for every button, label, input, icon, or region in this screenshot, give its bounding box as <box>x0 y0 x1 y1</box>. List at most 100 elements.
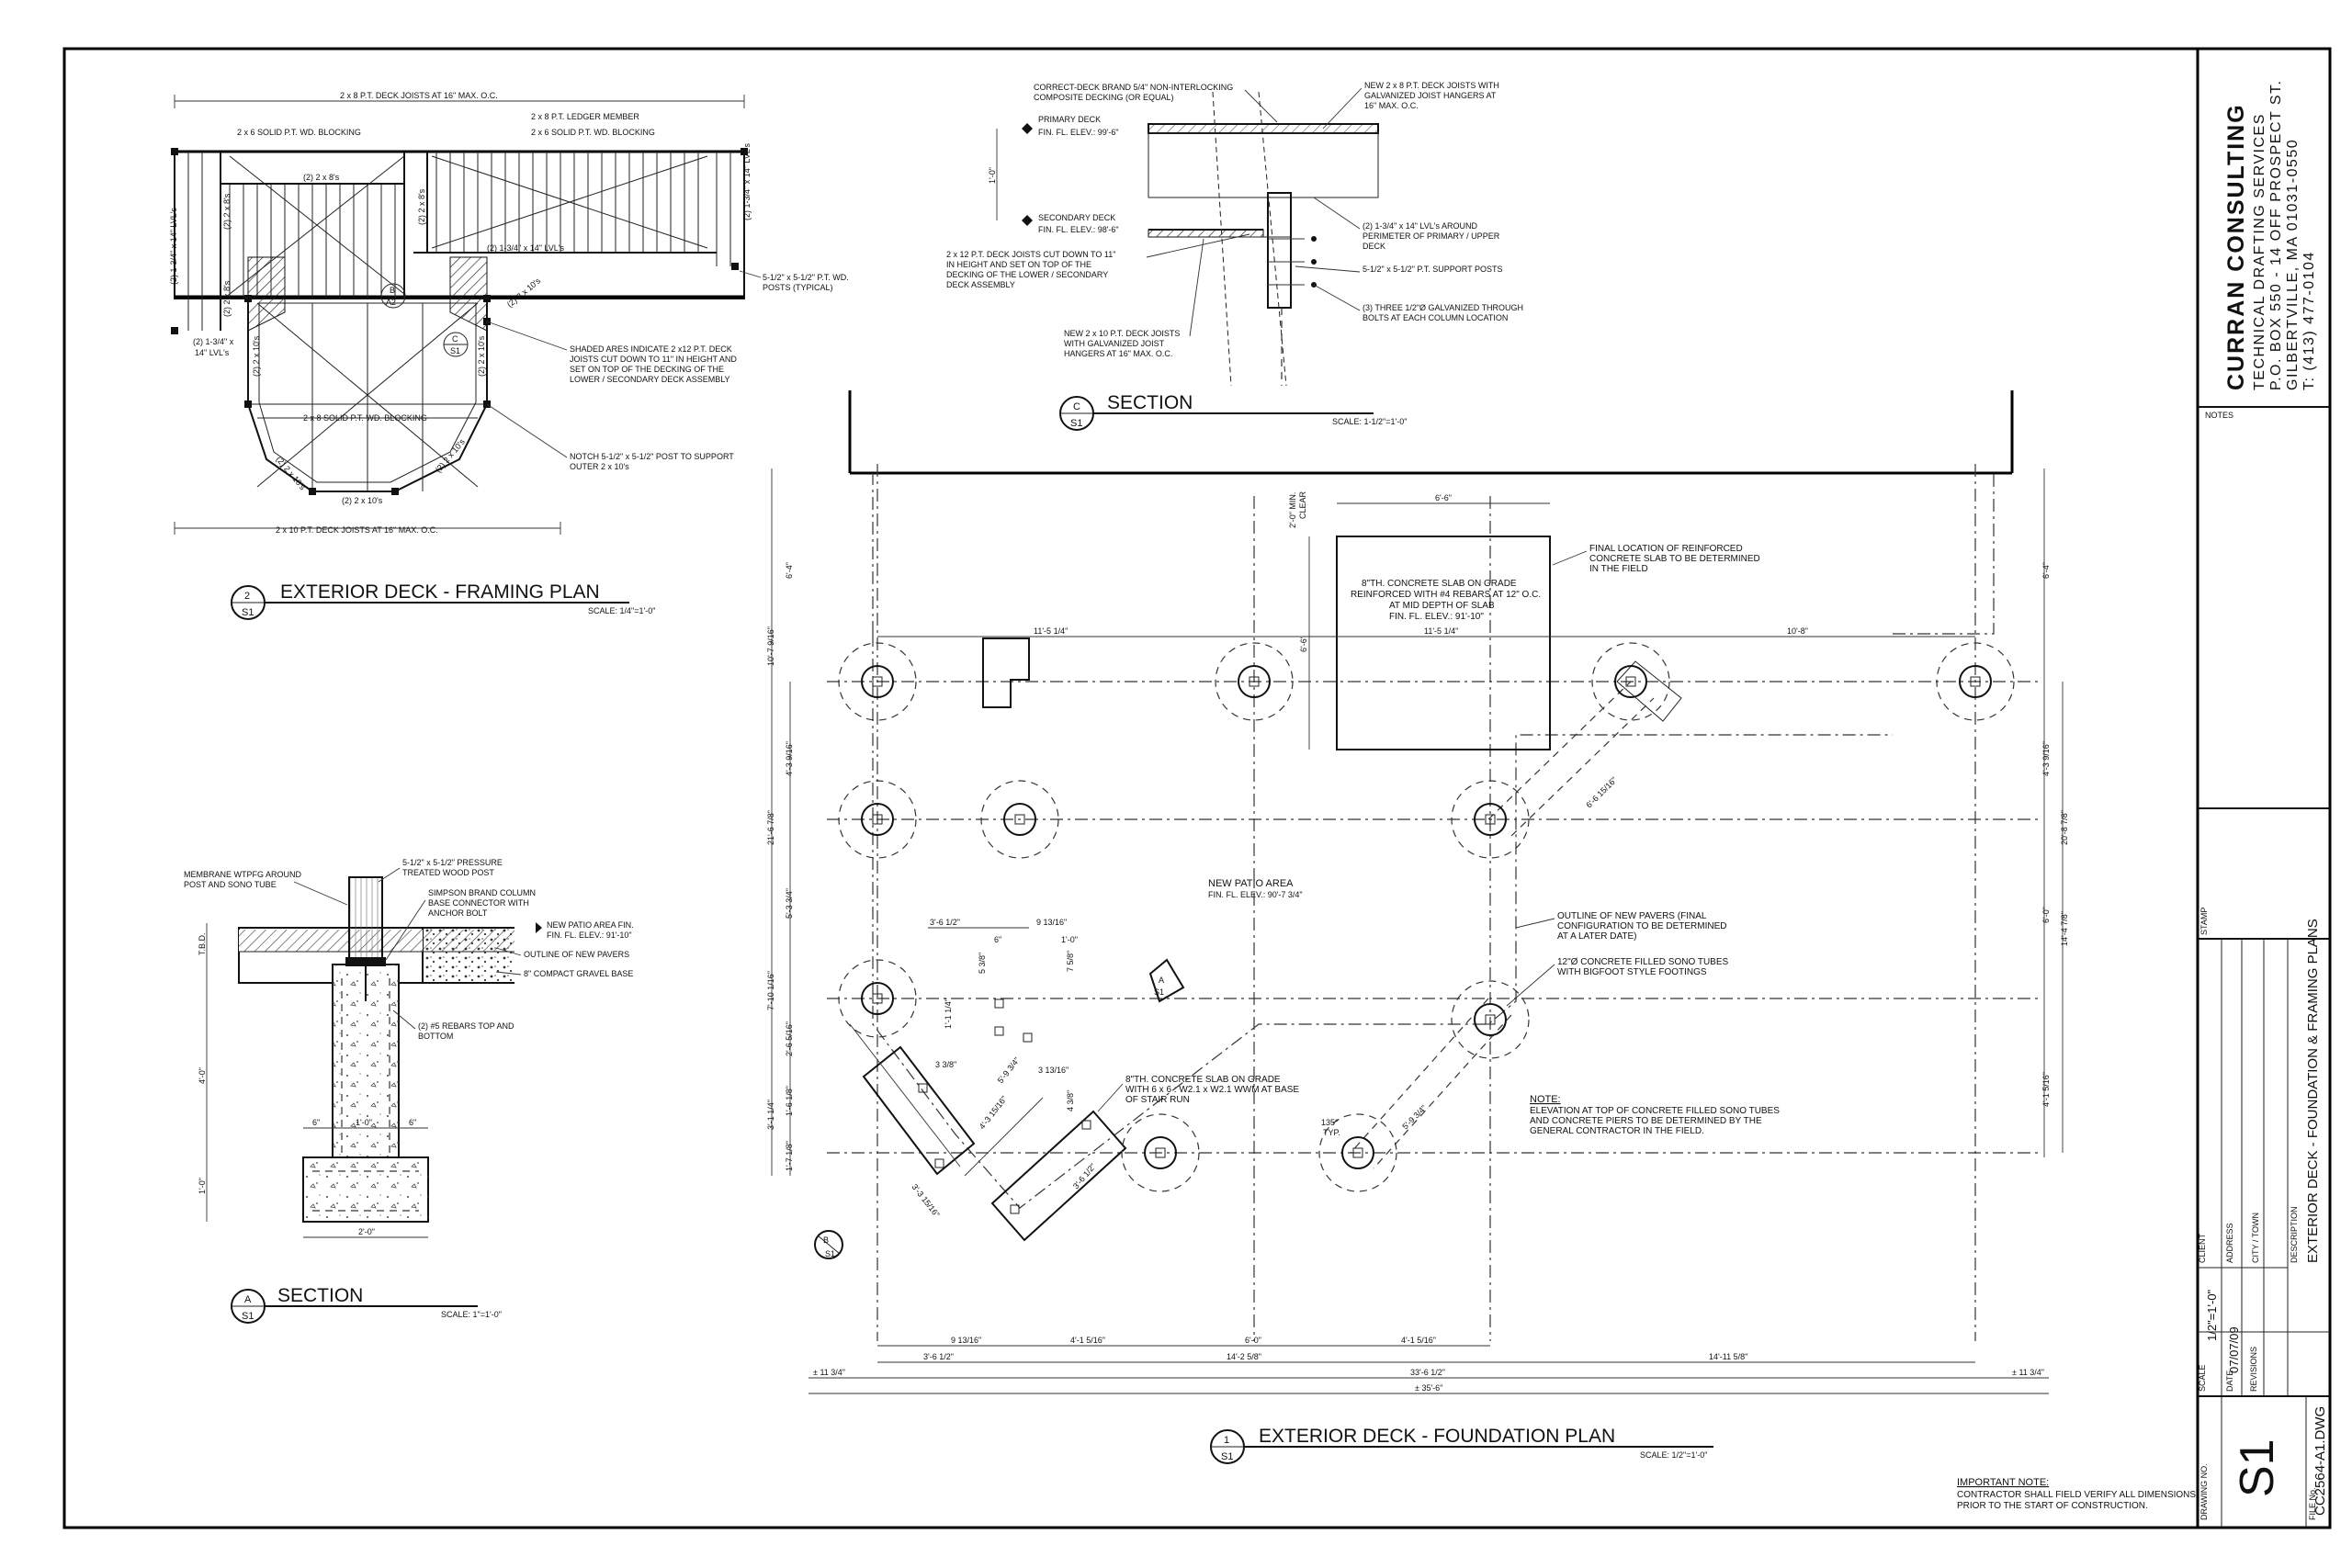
section-a: T.B.D. 4'-0" 1'-0" 6" 1'-0" 6" 2'-0" MEM… <box>184 858 634 1324</box>
fp-shaded4: LOWER / SECONDARY DECK ASSEMBLY <box>570 375 730 384</box>
sc-dim-1: 1'-0" <box>988 167 997 184</box>
tb-firm-name: CURRAN CONSULTING <box>2223 103 2249 390</box>
sc-primary: PRIMARY DECK <box>1038 115 1101 124</box>
fp-notch2: OUTER 2 x 10's <box>570 462 629 471</box>
fdn-b14-2: 14'-2 5/8" <box>1227 1352 1261 1361</box>
sc-bolt2: BOLTS AT EACH COLUMN LOCATION <box>1363 313 1508 322</box>
fdn-diag5: 3'-3 15/16" <box>910 1182 941 1219</box>
fdn-note3: GENERAL CONTRACTOR IN THE FIELD. <box>1530 1126 1704 1136</box>
tb-drawing-no: S1 <box>2231 1438 2284 1497</box>
fdn-d4-3l: 4'-3 9/16" <box>785 741 794 776</box>
fdn-b9-13: 9 13/16" <box>951 1336 981 1345</box>
fp-2x8-v3: (2) 2 x 8's <box>222 280 232 317</box>
sc-primary-elev: FIN. FL. ELEV.: 99'-6" <box>1038 128 1119 137</box>
fdn-sono1: 12"Ø CONCRETE FILLED SONO TUBES <box>1557 957 1729 967</box>
fdn-diag4: 5'-9 3/4" <box>996 1055 1022 1085</box>
title-block: NOTES STAMP CLIENT ADDRESS CITY / TOWN D… <box>2196 49 2330 1528</box>
sc-sheet: S1 <box>1070 418 1082 429</box>
fdn-d3-13: 3 13/16" <box>1038 1066 1069 1075</box>
tb-file-no-label: FILE No. <box>2308 1487 2317 1520</box>
fdn-stair2: WITH 6 x 6 : W2.1 x W2.1 WWM AT BASE <box>1125 1085 1299 1095</box>
tb-date: 07/07/09 <box>2227 1326 2241 1373</box>
pier <box>1121 1113 1200 1192</box>
fdn-diag1: 6'-6 15/16" <box>1584 775 1618 809</box>
important-note-line2: PRIOR TO THE START OF CONSTRUCTION. <box>1957 1501 2148 1511</box>
sc-new10-1: NEW 2 x 10 P.T. DECK JOISTS <box>1064 329 1180 338</box>
fp-num: 2 <box>244 591 250 602</box>
fp-tag-b: B <box>390 286 395 295</box>
fdn-stair3: OF STAIR RUN <box>1125 1095 1190 1105</box>
sc-bolt1: (3) THREE 1/2"Ø GALVANIZED THROUGH <box>1363 303 1523 312</box>
fp-2x10-b: (2) 2 x 10's <box>477 335 486 377</box>
fdn-slab-w: 6'-6" <box>1435 493 1452 502</box>
important-note-title: IMPORTANT NOTE: <box>1957 1477 2049 1488</box>
fp-tag-c: C <box>452 334 458 344</box>
fp-2x8-v1: (2) 2 x 8's <box>222 193 232 230</box>
fdn-final2: CONCRETE SLAB TO BE DETERMINED <box>1589 554 1760 564</box>
sa-simpson2: BASE CONNECTOR WITH <box>428 898 529 908</box>
fdn-slab4: FIN. FL. ELEV.: 91'-10" <box>1389 612 1484 622</box>
fdn-d7-10: 7'-10 1/16" <box>766 971 775 1010</box>
sc-letter: C <box>1073 401 1080 412</box>
sa-rebar2: BOTTOM <box>418 1032 453 1041</box>
tb-client-label: CLIENT <box>2198 1233 2207 1263</box>
fdn-stair1: 8"TH. CONCRETE SLAB ON GRADE <box>1125 1075 1281 1085</box>
sc-lvl3: DECK <box>1363 242 1385 251</box>
fdn-b4-1a: 4'-1 5/16" <box>1070 1336 1105 1345</box>
sa-sheet: S1 <box>242 1311 254 1322</box>
fp-shaded3: SET ON TOP OF THE DECKING OF THE <box>570 365 724 374</box>
sa-patio2: FIN. FL. ELEV.: 91'-10" <box>547 931 632 940</box>
sc-new8-2: GALVANIZED JOIST HANGERS AT <box>1364 91 1497 100</box>
fdn-outline1: OUTLINE OF NEW PAVERS (FINAL <box>1557 911 1707 921</box>
tb-address2: GILBERTVILLE, MA 01031-0550 <box>2285 139 2301 390</box>
fp-lvl-lower: (2) 1-3/4" x <box>193 337 234 346</box>
fp-2x10-a: (2) 2 x 10's <box>252 335 261 377</box>
sa-rebar1: (2) #5 REBARS TOP AND <box>418 1021 514 1031</box>
fdn-d11-5b: 11'-5 1/4" <box>1424 626 1458 636</box>
pier <box>1215 642 1294 721</box>
fdn-outline3: AT A LATER DATE) <box>1557 931 1637 942</box>
fdn-tag-b: B <box>823 1235 829 1245</box>
fdn-d7-5-8: 7 5/8" <box>1066 951 1075 972</box>
sa-post2: TREATED WOOD POST <box>402 868 494 877</box>
sa-d40: 4'-0" <box>198 1067 207 1084</box>
sa-tbd: T.B.D. <box>198 932 207 955</box>
fp-2x8-v2: (2) 2 x 8's <box>417 188 426 225</box>
fdn-d4-3r: 4'-3 9/16" <box>2041 741 2051 776</box>
fdn-d1-7: 1'-7 1/8" <box>785 1141 794 1171</box>
fdn-d6-0: 6'-0" <box>2041 907 2051 923</box>
fp-top-joists: 2 x 8 P.T. DECK JOISTS AT 16" MAX. O.C. <box>340 91 498 100</box>
fp-blocking-right: 2 x 6 SOLID P.T. WD. BLOCKING <box>531 128 655 137</box>
sa-d6b: 6" <box>409 1118 416 1127</box>
fdn-diag2: 5'-9 3/4" <box>1400 1103 1428 1131</box>
fdn-slab-h: 6'-6" <box>1299 636 1308 652</box>
fdn-slab2: REINFORCED WITH #4 REBARS AT 12" O.C. <box>1351 590 1541 600</box>
fdn-d5-3-8: 5 3/8" <box>978 953 987 974</box>
fdn-patio1: NEW PATIO AREA <box>1208 878 1294 889</box>
fdn-d9-13: 9 13/16" <box>1036 918 1067 927</box>
sc-new10-2: WITH GALVANIZED JOIST <box>1064 339 1165 348</box>
fp-shaded1: SHADED ARES INDICATE 2 x12 P.T. DECK <box>570 344 732 354</box>
sc-new8-1: NEW 2 x 8 P.T. DECK JOISTS WITH <box>1364 81 1499 90</box>
section-c: 1'-0" CORRECT-DECK BRAND 5/4" NON-INTERL… <box>946 81 1523 431</box>
fdn-typ: TYP. <box>1323 1128 1340 1137</box>
tb-firm-sub: TECHNICAL DRAFTING SERVICES <box>2252 113 2267 390</box>
fp-lvl-left: (2) 1-3/4" x 14" LVL's <box>169 208 178 285</box>
sc-secondary: SECONDARY DECK <box>1038 213 1115 222</box>
sa-pavers: OUTLINE OF NEW PAVERS <box>524 950 629 959</box>
tb-city-label: CITY / TOWN <box>2251 1213 2260 1263</box>
sa-simpson1: SIMPSON BRAND COLUMN <box>428 888 536 897</box>
sa-post1: 5-1/2" x 5-1/2" PRESSURE <box>402 858 503 867</box>
fp-bottom-joists: 2 x 10 P.T. DECK JOISTS AT 16" MAX. O.C. <box>276 525 438 535</box>
fp-blocking-lower: 2 x 8 SOLID P.T. WD. BLOCKING <box>303 413 427 423</box>
fdn-b-pm-r: ± 11 3/4" <box>2012 1368 2044 1377</box>
fdn-b-pm-l: ± 11 3/4" <box>813 1368 845 1377</box>
fp-lvl-lower2: 14" LVL's <box>195 348 230 357</box>
pier <box>1451 980 1530 1059</box>
sc-lvl1: (2) 1-3/4" x 14" LVL's AROUND <box>1363 221 1477 231</box>
fdn-d3-1: 3'-1 1/4" <box>766 1100 775 1130</box>
fp-lvl-right: (2) 1-3/4" x 14" LVL's <box>742 143 752 220</box>
fdn-d10-8: 10'-8" <box>1787 626 1808 636</box>
sa-membrane2: POST AND SONO TUBE <box>184 880 277 889</box>
fdn-patio2: FIN. FL. ELEV.: 90'-7 3/4" <box>1208 890 1303 899</box>
